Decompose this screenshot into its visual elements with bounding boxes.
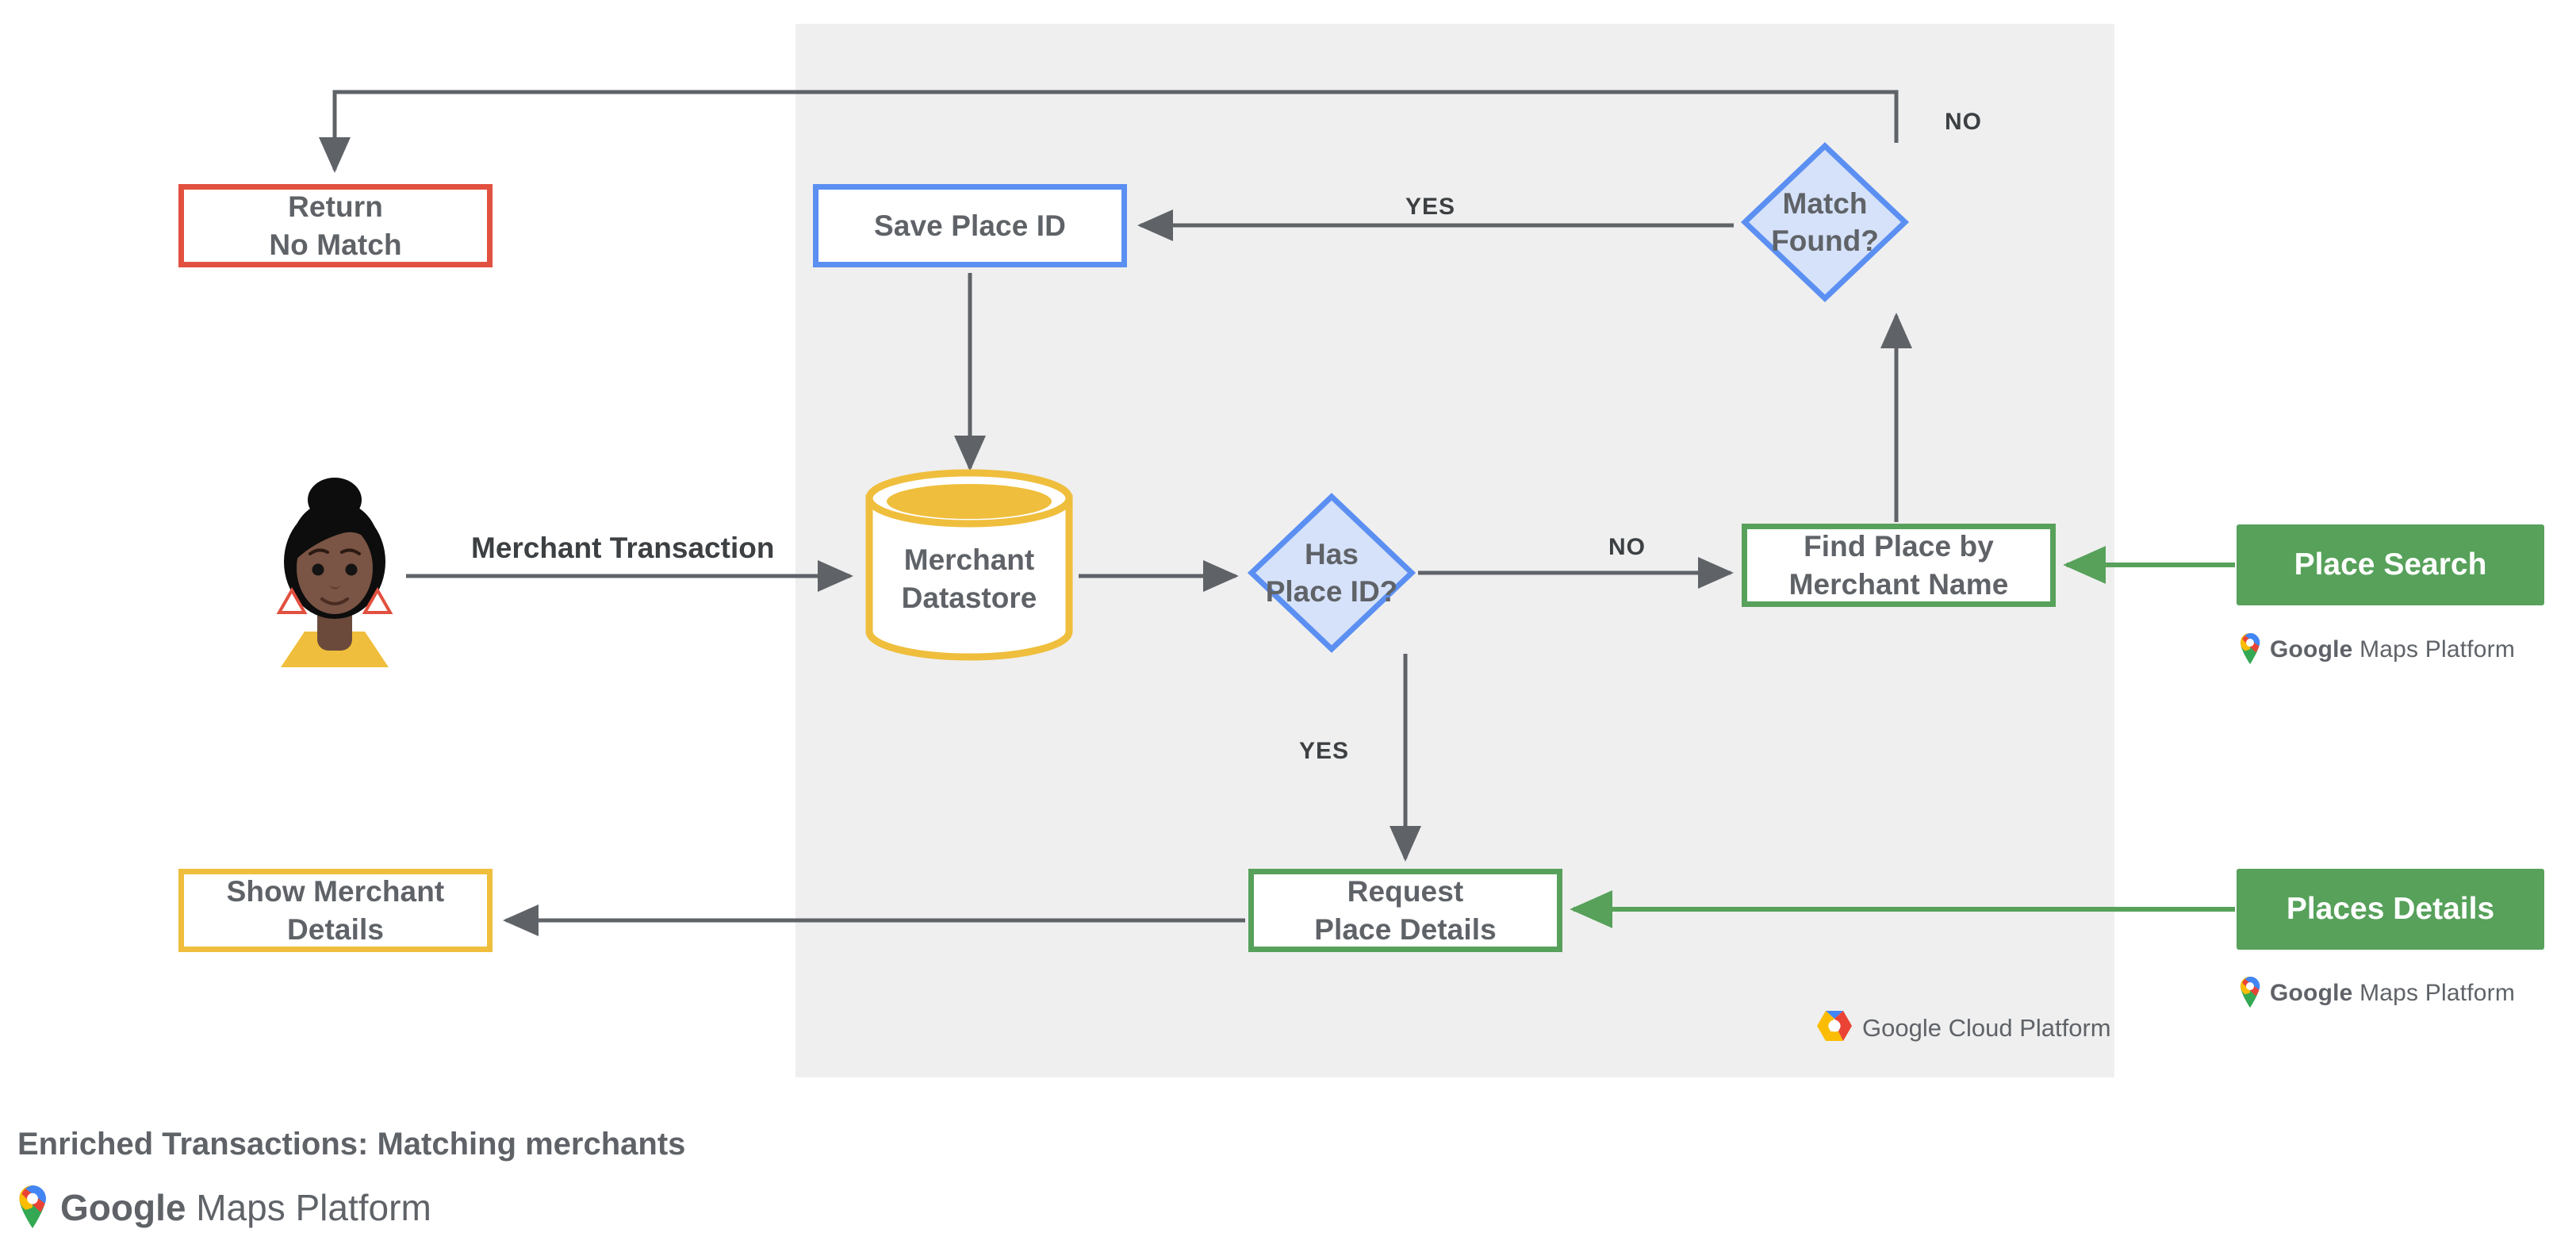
node-find-place-by-merchant-name[interactable]: Find Place by Merchant Name — [1742, 524, 2056, 607]
google-maps-platform-wordmark: Google Maps Platform — [2270, 980, 2515, 1007]
footer-google-maps-platform-lockup: Google Maps Platform — [16, 1182, 431, 1232]
google-maps-pin-icon — [16, 1182, 49, 1232]
node-has-place-id[interactable]: Has Place ID? — [1247, 493, 1416, 653]
edge-label-no-match-found: NO — [1945, 109, 1982, 135]
chip-place-search[interactable]: Place Search — [2237, 524, 2544, 605]
google-maps-platform-lockup-places-details: Google Maps Platform — [2238, 974, 2515, 1012]
customer-avatar — [263, 465, 406, 667]
gmp-bold-word: Google — [60, 1186, 186, 1228]
chip-place-search-label: Place Search — [2294, 547, 2487, 582]
gmp-bold-word: Google — [2270, 636, 2353, 662]
node-save-place-id[interactable]: Save Place ID — [813, 184, 1127, 267]
node-merchant-datastore[interactable]: Merchant Datastore — [863, 469, 1075, 661]
google-maps-pin-icon — [2238, 974, 2262, 1012]
google-cloud-hexagon-icon — [1816, 1009, 1853, 1047]
node-request-place-details[interactable]: Request Place Details — [1248, 869, 1562, 952]
google-cloud-platform-wordmark: Google Cloud Platform — [1862, 1014, 2111, 1043]
edge-label-yes-has-place-id: YES — [1299, 738, 1350, 764]
diagram-title: Enriched Transactions: Matching merchant… — [17, 1127, 686, 1162]
node-return-no-match-label: Return No Match — [269, 190, 402, 261]
gcp-rest-word: Cloud Platform — [1941, 1013, 2111, 1042]
gcp-bold-word: Google — [1862, 1013, 1942, 1042]
google-maps-pin-icon — [2238, 631, 2262, 668]
node-request-place-details-label: Request Place Details — [1314, 875, 1497, 946]
google-maps-platform-lockup-place-search: Google Maps Platform — [2238, 631, 2515, 668]
chip-places-details[interactable]: Places Details — [2237, 869, 2544, 950]
node-show-merchant-details[interactable]: Show Merchant Details — [178, 869, 493, 952]
node-find-place-by-merchant-name-label: Find Place by Merchant Name — [1788, 530, 2009, 601]
gmp-rest-word: Maps Platform — [2352, 979, 2516, 1006]
node-return-no-match[interactable]: Return No Match — [178, 184, 493, 267]
gmp-rest-word: Maps Platform — [186, 1186, 431, 1228]
node-save-place-id-label: Save Place ID — [874, 209, 1066, 242]
edge-label-yes-match-found: YES — [1405, 194, 1456, 220]
edge-label-no-has-place-id: NO — [1608, 534, 1646, 560]
google-cloud-platform-lockup: Google Cloud Platform — [1816, 1009, 2111, 1047]
node-match-found[interactable]: Match Found? — [1740, 142, 1910, 302]
edge-label-merchant-transaction: Merchant Transaction — [471, 532, 775, 564]
google-maps-platform-wordmark: Google Maps Platform — [2270, 636, 2515, 663]
gmp-rest-word: Maps Platform — [2352, 636, 2516, 662]
node-show-merchant-details-label: Show Merchant Details — [226, 875, 445, 946]
gmp-bold-word: Google — [2270, 979, 2353, 1006]
chip-places-details-label: Places Details — [2286, 892, 2495, 926]
google-maps-platform-wordmark: Google Maps Platform — [60, 1186, 431, 1229]
